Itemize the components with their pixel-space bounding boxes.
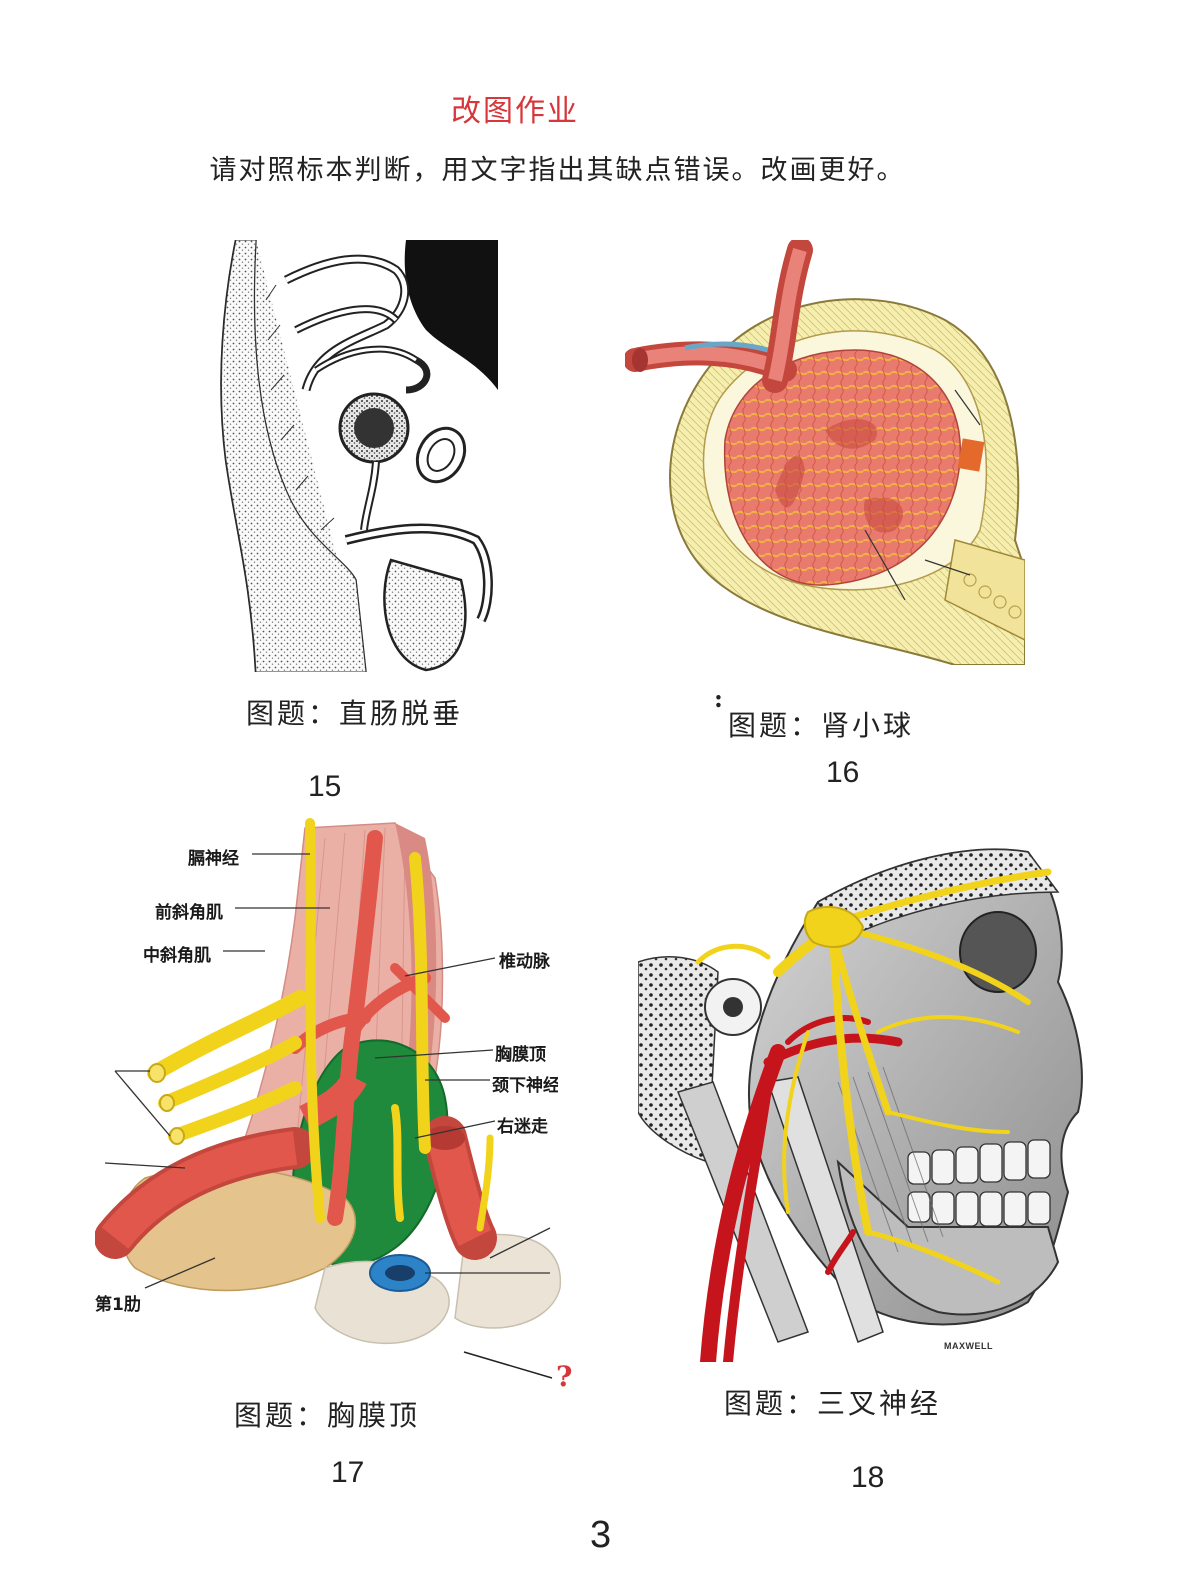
question-pointer-line [463,1351,553,1379]
label-pleural-dome: 胸膜顶 [495,1045,546,1065]
label-vertebral-artery: 椎动脉 [499,952,550,972]
question-mark: ? [556,1360,573,1393]
figure-18-caption: 图题：三叉神经 [724,1387,942,1420]
rectal-prolapse-illustration [196,240,498,672]
assignment-instruction: 请对照标本判断，用文字指出其缺点错误。改画更好。 [209,155,906,186]
assignment-title: 改图作业 [451,94,579,129]
page-number: 3 [590,1514,612,1556]
figure-15-caption: 图题：直肠脱垂 [246,697,464,730]
label-middle-scalene: 中斜角肌 [143,946,211,966]
figure-17-caption: 图题：胸膜顶 [234,1399,421,1432]
artist-signature: MAXWELL [944,1341,993,1351]
stray-colon-mark: : [714,684,723,713]
figure-16-caption: 图题：肾小球 [728,709,915,742]
pleural-dome-illustration [95,818,561,1345]
label-right-vagus: 右迷走 [497,1117,548,1137]
label-anterior-scalene: 前斜角肌 [155,903,223,923]
label-phrenic-nerve: 膈神经 [188,849,239,869]
trigeminal-nerve-illustration [638,848,1083,1362]
figure-16-number: 16 [826,756,860,789]
figure-15-number: 15 [308,770,342,803]
label-first-rib: 第1肋 [95,1295,141,1315]
label-inferior-cervical-nerve: 颈下神经 [492,1076,558,1096]
figure-17-number: 17 [331,1456,365,1489]
glomerulus-illustration [625,240,1025,665]
figure-18-number: 18 [851,1461,885,1494]
